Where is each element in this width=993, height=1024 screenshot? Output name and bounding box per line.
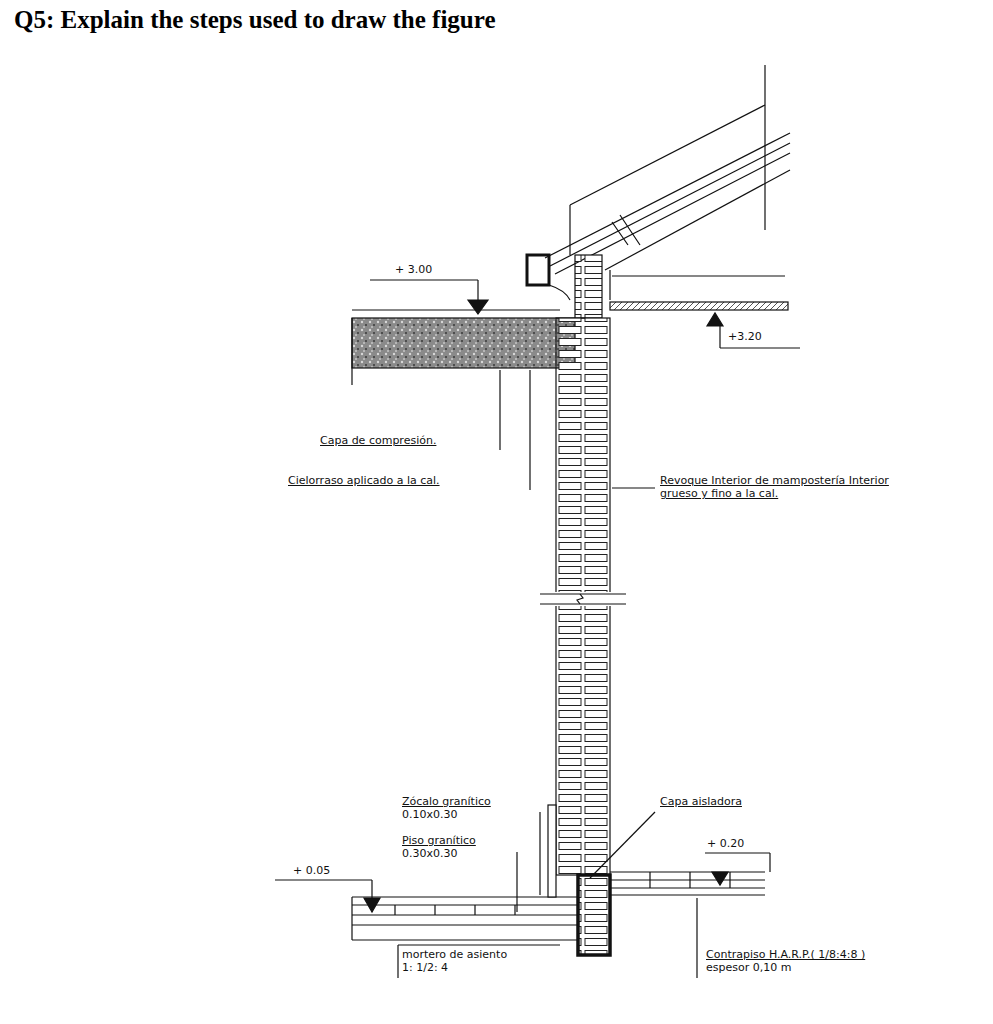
drawing-part: [352, 939, 578, 940]
drawing-part: [364, 898, 380, 912]
drawing-part: [612, 487, 655, 488]
drawing-part: [707, 313, 723, 326]
annotation-label: Capa aisladora: [660, 795, 742, 808]
drawing-part: [610, 887, 765, 888]
drawing-part: [590, 812, 655, 878]
drawing-part: [352, 318, 575, 368]
drawing-part: [529, 370, 530, 490]
drawing-part: [578, 875, 610, 955]
drawing-part: [352, 924, 578, 925]
drawing-part: [352, 914, 578, 915]
drawing-part: [705, 852, 770, 853]
drawing-part: [539, 812, 540, 895]
drawing-part: [575, 255, 602, 318]
drawing-part: [610, 302, 788, 310]
annotation-label: + 0.20: [707, 837, 744, 850]
drawing-part: [370, 279, 478, 280]
drawing-part: [549, 285, 570, 300]
drawing-part: [650, 872, 730, 888]
drawing-part: [610, 894, 765, 895]
annotation-label: Capa de compresión.: [320, 434, 436, 447]
drawing-part: [468, 300, 488, 314]
drawing-part: [612, 275, 785, 276]
drawing-part: [720, 347, 800, 348]
annotation-label: Zócalo granítico: [402, 795, 491, 808]
drawing-part: [545, 133, 790, 258]
drawing-part: [612, 215, 640, 245]
drawing-part: [397, 945, 398, 978]
drawing-part: [477, 280, 478, 300]
drawing-part: [352, 904, 578, 905]
drawing-part: [351, 897, 352, 940]
drawing-part: [398, 944, 560, 945]
drawing-part: [769, 853, 770, 872]
question-title: Q5: Explain the steps used to draw the f…: [14, 6, 496, 34]
drawing-part: [275, 879, 372, 880]
drawing-part: [570, 105, 765, 205]
drawing-part: [569, 205, 570, 255]
annotation-label: 0.10x0.30: [402, 808, 458, 821]
drawing-part: [719, 326, 720, 348]
annotation-label: Contrapiso H.A.R.P.( 1/8:4:8 ): [706, 948, 865, 961]
drawing-part: [351, 318, 352, 385]
drawing-part: [610, 879, 765, 880]
drawing-part: [548, 805, 556, 897]
drawing-part: [395, 905, 515, 915]
drawing-part: [516, 852, 517, 912]
annotation-label: + 3.00: [395, 263, 432, 276]
annotation-label: Cielorraso aplicado a la cal.: [288, 474, 440, 487]
drawing-part: [540, 593, 626, 594]
annotation-label: Piso granítico: [402, 834, 476, 847]
annotation-label: 0.30x0.30: [402, 847, 458, 860]
drawing-part: [609, 270, 610, 300]
drawing-part: [577, 594, 583, 604]
drawing-part: [352, 309, 560, 310]
annotation-label: + 0.05: [293, 864, 330, 877]
drawing-part: [610, 871, 765, 872]
drawing-part: [499, 370, 500, 450]
annotation-label: espesor 0,10 m: [706, 961, 791, 974]
annotation-label: Revoque Interior de mampostería Interior…: [660, 474, 910, 500]
drawing-part: [550, 143, 790, 266]
drawing-part: [371, 880, 372, 898]
annotation-label: +3.20: [728, 330, 762, 343]
drawing-part: [605, 170, 790, 270]
drawing-part: [275, 65, 800, 978]
drawing-part: [540, 603, 626, 604]
drawing-part: [696, 898, 697, 978]
drawing-part: [352, 896, 578, 897]
drawing-part: [764, 65, 765, 230]
annotation-label: 1: 1/2: 4: [402, 961, 448, 974]
drawing-part: [527, 255, 549, 285]
drawing-part: [712, 872, 728, 885]
annotation-label: mortero de asiento: [402, 948, 507, 961]
